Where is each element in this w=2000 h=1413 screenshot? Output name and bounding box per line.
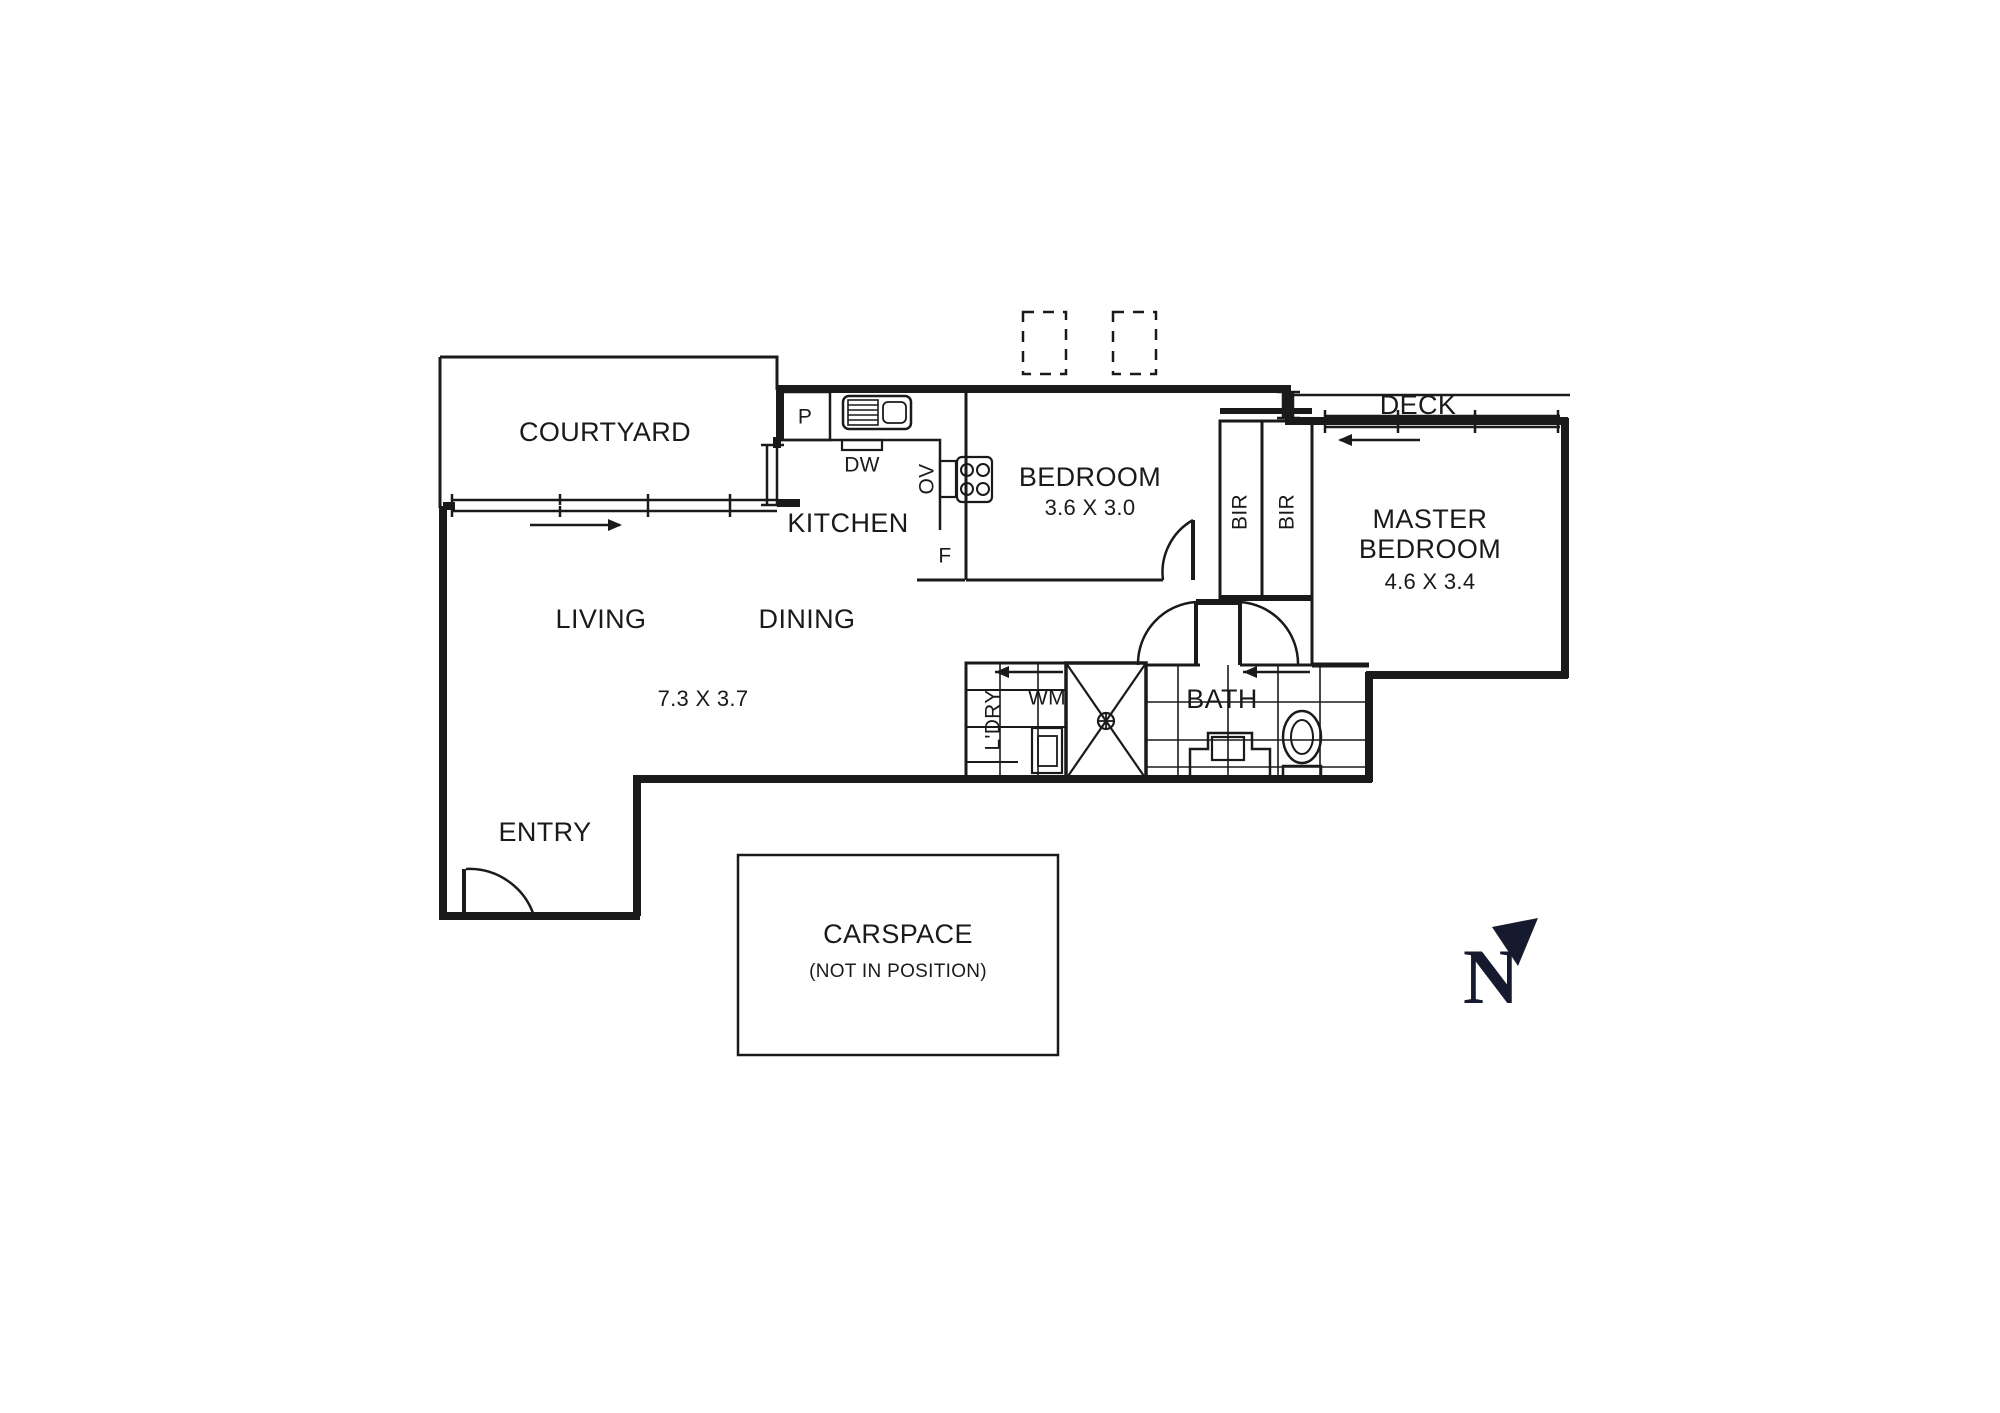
bedroom2-dashed-box-right — [1111, 310, 1158, 376]
oven-unit — [938, 459, 958, 499]
appliance-label-pantry: P — [798, 406, 812, 429]
kitchen-region: P DW OV — [778, 390, 994, 582]
bedroom2-door[interactable] — [1161, 518, 1194, 581]
built-in-robes: BIR BIR — [1218, 408, 1314, 601]
room-label-master-line1: MASTER — [1373, 504, 1488, 534]
room-dimension-bedroom2: 3.6 X 3.0 — [1045, 495, 1136, 520]
bathroom-region: BATH — [1136, 600, 1369, 781]
living-dining-region: LIVING DINING 7.3 X 3.7 — [556, 604, 856, 711]
vanity-basin — [1188, 731, 1272, 779]
washing-machine-unit — [1030, 726, 1064, 775]
bath-door-right[interactable] — [1238, 600, 1300, 666]
appliance-label-bir-left: BIR — [1229, 494, 1252, 530]
laundry-door-arrow — [995, 666, 1063, 678]
room-dimension-master: 4.6 X 3.4 — [1385, 569, 1476, 594]
dishwasher-unit — [840, 438, 884, 452]
courtyard-sliding-door[interactable] — [450, 494, 777, 531]
north-compass: N — [1463, 918, 1538, 1020]
carspace-region: CARSPACE (NOT IN POSITION) — [736, 853, 1060, 1057]
bath-entry-arrow — [1243, 666, 1310, 678]
master-window-vertical — [1277, 390, 1300, 420]
hall-walls — [1196, 599, 1314, 665]
room-label-entry: ENTRY — [498, 817, 591, 847]
shower-unit — [1064, 661, 1148, 781]
entry-door[interactable] — [462, 867, 536, 917]
deck-sliding-door[interactable] — [1323, 410, 1560, 446]
room-label-laundry: L'DRY — [982, 689, 1005, 750]
north-arrow-icon — [1492, 918, 1538, 966]
deck-region: DECK — [1293, 390, 1570, 446]
room-label-living: LIVING — [556, 604, 647, 634]
appliance-label-bir-right: BIR — [1276, 494, 1299, 530]
toilet-unit — [1281, 709, 1323, 781]
north-letter: N — [1463, 933, 1519, 1020]
appliance-label-washing-machine: WM — [1028, 687, 1066, 710]
bedroom2-region: BEDROOM 3.6 X 3.0 — [964, 310, 1195, 582]
room-label-bath: BATH — [1186, 684, 1258, 714]
room-label-dining: DINING — [759, 604, 856, 634]
room-label-carspace: CARSPACE — [823, 919, 973, 949]
appliance-label-fridge: F — [938, 545, 951, 568]
kitchen-sink — [841, 394, 913, 431]
room-label-bedroom2: BEDROOM — [1019, 462, 1161, 492]
room-label-master-line2: BEDROOM — [1359, 534, 1501, 564]
cooktop-unit — [955, 455, 994, 504]
kitchen-side-slider[interactable] — [761, 443, 784, 507]
room-label-kitchen: KITCHEN — [787, 508, 908, 538]
appliance-label-oven: OV — [916, 464, 939, 495]
carspace-note: (NOT IN POSITION) — [809, 961, 987, 982]
entry-region: ENTRY — [462, 817, 591, 917]
bath-door-left[interactable] — [1136, 600, 1198, 666]
courtyard-region: COURTYARD — [438, 355, 779, 508]
appliance-label-dishwasher: DW — [844, 454, 880, 477]
master-bedroom-region: MASTER BEDROOM 4.6 X 3.4 — [1277, 390, 1501, 630]
room-label-courtyard: COURTYARD — [519, 417, 691, 447]
exterior-walls — [439, 385, 1569, 920]
carspace-outline — [736, 853, 1060, 1057]
laundry-region: L'DRY WM — [964, 661, 1068, 781]
room-dimension-living-dining: 7.3 X 3.7 — [658, 686, 749, 711]
bathroom-tile-grid — [1146, 665, 1366, 779]
bedroom2-dashed-box-left — [1021, 310, 1068, 376]
